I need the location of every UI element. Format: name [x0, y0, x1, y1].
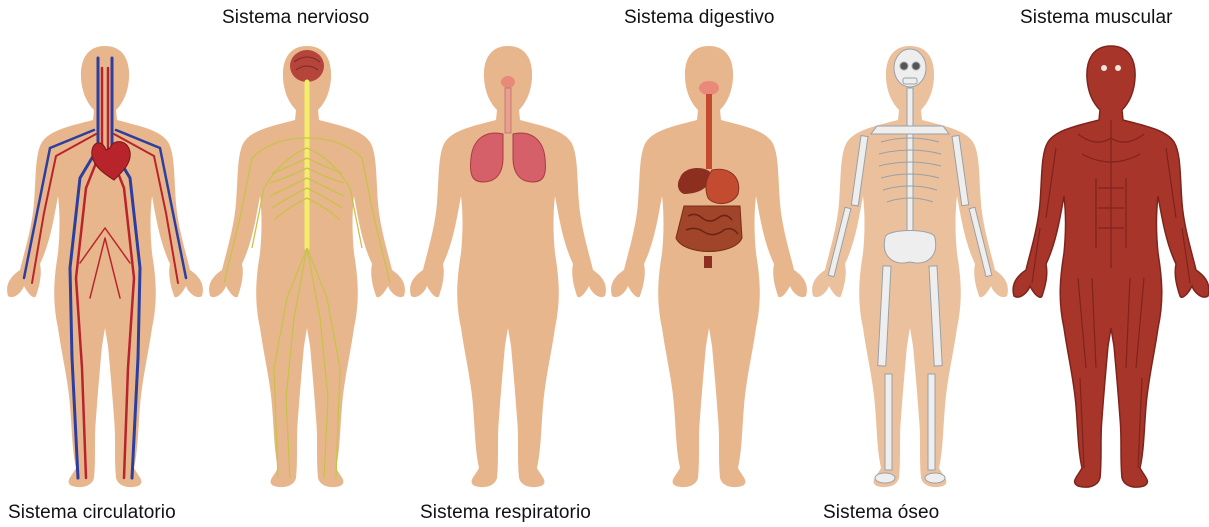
stomach-icon: [706, 169, 739, 203]
figure-digestive-system: [614, 38, 804, 493]
label-sistema-digestivo: Sistema digestivo: [624, 7, 775, 29]
label-sistema-circulatorio: Sistema circulatorio: [8, 502, 176, 524]
label-sistema-nervioso: Sistema nervioso: [222, 7, 369, 29]
human-body-icon: [413, 38, 603, 493]
figure-circulatory-system: [10, 38, 200, 493]
figure-muscular-system: [1016, 38, 1206, 493]
human-body-icon: [10, 38, 200, 493]
figure-skeletal-system: [815, 38, 1005, 493]
label-sistema-oseo: Sistema óseo: [823, 502, 939, 524]
figure-respiratory-system: [413, 38, 603, 493]
label-sistema-respiratorio: Sistema respiratorio: [420, 502, 591, 524]
skull-icon: [894, 49, 926, 87]
human-body-icon: [1016, 38, 1206, 493]
human-body-icon: [614, 38, 804, 493]
figure-nervous-system: [212, 38, 402, 493]
human-body-icon: [815, 38, 1005, 493]
label-sistema-muscular: Sistema muscular: [1020, 7, 1173, 29]
human-body-icon: [212, 38, 402, 493]
